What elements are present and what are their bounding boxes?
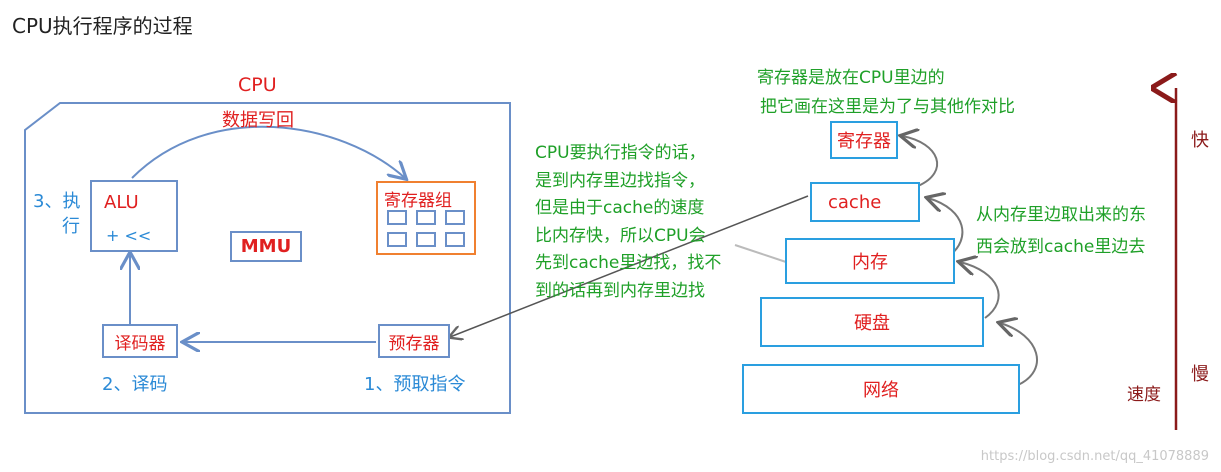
pyramid-memory: 内存 [785, 238, 955, 284]
step-decode-label: 2、译码 [102, 374, 168, 395]
register-cell [416, 232, 436, 247]
speed-fast-label: 快 [1191, 130, 1209, 151]
note-middle-line: 但是由于cache的速度 [535, 198, 705, 218]
cpu-label: CPU [238, 74, 277, 96]
register-cell [445, 232, 465, 247]
page-title: CPU执行程序的过程 [12, 14, 193, 38]
speed-slow-label: 慢 [1191, 364, 1209, 385]
memory-note-connector [734, 244, 787, 263]
register-cell [387, 232, 407, 247]
cpu-outline [24, 102, 511, 414]
step-fetch-label: 1、预取指令 [364, 374, 466, 395]
decoder-box: 译码器 [102, 324, 178, 358]
writeback-arrow [131, 125, 405, 178]
pyramid-cache: cache [810, 182, 920, 222]
note-middle-line: 比内存快，所以CPU会 [535, 225, 706, 246]
alu-ops: + << [106, 226, 152, 245]
alu-name: ALU [104, 192, 139, 213]
note-right-line2: 西会放到cache里边去 [976, 237, 1146, 257]
mmu-box: MMU [230, 231, 302, 262]
note-middle-line: 是到内存里边找指令， [535, 170, 705, 191]
pyr-arrow-net-disk [1000, 323, 1038, 386]
step-execute-line2: 行 [62, 216, 80, 237]
note-right-line1: 从内存里边取出来的东 [976, 205, 1146, 225]
note-middle-line: 到的话再到内存里边找 [535, 280, 705, 301]
register-cell [416, 210, 436, 225]
note-middle: CPU要执行指令的话， 是到内存里边找指令， 但是由于cache的速度 比内存快… [535, 140, 721, 305]
note-middle-line: CPU要执行指令的话， [535, 143, 706, 163]
note-middle-line: 先到cache里边找，找不 [535, 253, 722, 273]
pyramid-disk: 硬盘 [760, 297, 984, 347]
note-top-line1: 寄存器是放在CPU里边的 [757, 68, 945, 88]
prefetch-box: 预存器 [378, 324, 450, 358]
pyramid-register: 寄存器 [830, 121, 898, 159]
note-top-line2: 把它画在这里是为了与其他作对比 [760, 97, 1015, 117]
register-cell [445, 210, 465, 225]
pyr-arrow-disk-mem [960, 262, 1000, 319]
pyr-arrow-cache-reg [902, 136, 938, 187]
alu-box: ALU + << [90, 180, 178, 252]
register-cell [387, 210, 407, 225]
pyr-arrow-mem-cache [928, 198, 964, 256]
speed-axis-label: 速度 [1127, 385, 1161, 405]
watermark: https://blog.csdn.net/qq_41078889 [980, 449, 1209, 464]
writeback-label: 数据写回 [222, 110, 294, 131]
step-execute-line1: 3、执 [33, 191, 81, 212]
register-group-box: 寄存器组 [376, 181, 476, 255]
register-group-label: 寄存器组 [384, 191, 452, 211]
pyramid-network: 网络 [742, 364, 1020, 414]
cache-to-prefetch-arrow [450, 195, 809, 337]
